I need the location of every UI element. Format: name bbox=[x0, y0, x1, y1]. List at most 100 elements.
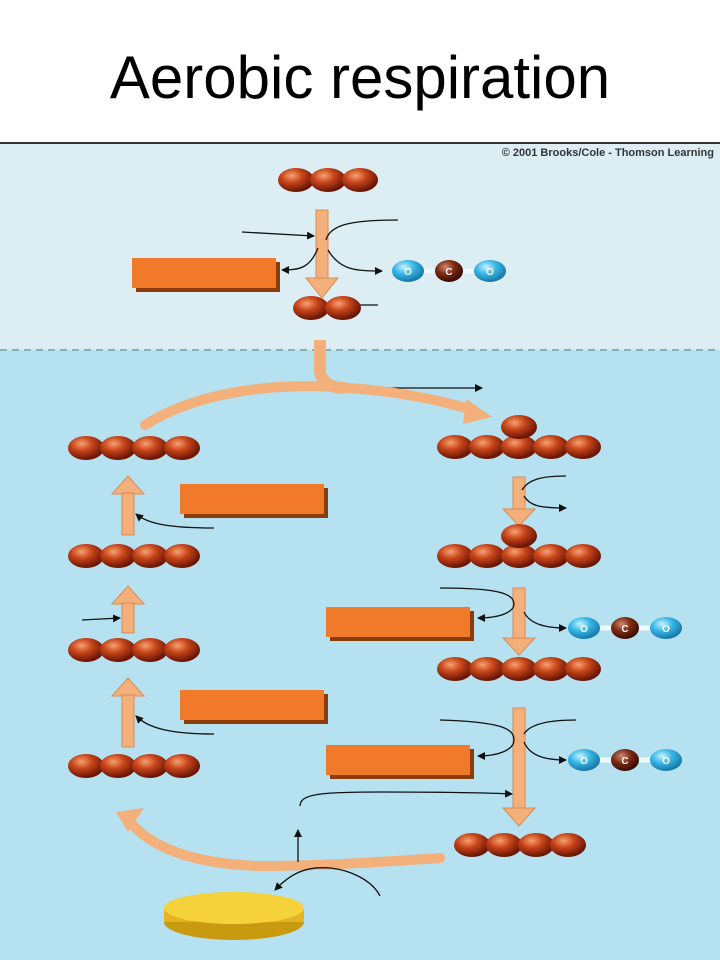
left-arrow-2-input bbox=[81, 614, 121, 623]
carbon-atom bbox=[164, 638, 200, 662]
carbon-atom bbox=[437, 657, 473, 681]
carbon-atom bbox=[310, 168, 346, 192]
carbon-atom bbox=[501, 657, 537, 681]
upper-main-arrow bbox=[304, 209, 340, 299]
carbon-atom bbox=[533, 657, 569, 681]
upper-input-arrow-right bbox=[325, 219, 399, 241]
molecules-layer bbox=[68, 168, 601, 857]
succinate-molecule bbox=[68, 754, 200, 778]
left-arrow-3 bbox=[110, 677, 146, 748]
oxygen-atom bbox=[650, 617, 682, 639]
carbon-atom bbox=[132, 436, 168, 460]
carbon-atom bbox=[611, 617, 639, 639]
carbon-atom bbox=[132, 638, 168, 662]
oxygen-atom bbox=[474, 260, 506, 282]
carbon-atom bbox=[293, 296, 329, 320]
left-arrow-1 bbox=[110, 475, 146, 536]
atom-label: O bbox=[662, 624, 670, 635]
carbon-atom bbox=[435, 260, 463, 282]
orange-box-right-2 bbox=[326, 745, 474, 779]
atom-label: O bbox=[580, 624, 588, 635]
carbon-atom bbox=[100, 638, 136, 662]
carbon-atom bbox=[68, 754, 104, 778]
carbon-atom bbox=[469, 544, 505, 568]
oxaloacetate-molecule bbox=[68, 436, 200, 460]
carbon-atom bbox=[469, 657, 505, 681]
right-arrow-2-input bbox=[439, 587, 515, 622]
carbon-atom bbox=[469, 435, 505, 459]
atom-label: C bbox=[621, 624, 628, 635]
upper-output-arrow-co2 bbox=[327, 249, 383, 275]
right-arrow-3-output bbox=[523, 741, 567, 764]
right-arrow-1 bbox=[501, 476, 537, 527]
right-arrow-2-output bbox=[523, 611, 567, 632]
cycle-bottom-arc bbox=[116, 808, 445, 872]
left-arrow-3-side bbox=[135, 715, 215, 735]
carbon-atom bbox=[565, 435, 601, 459]
carbon-atom bbox=[501, 524, 537, 548]
right-arrow-3-input-lower bbox=[299, 789, 513, 807]
carbon-atom bbox=[437, 544, 473, 568]
carbon-atom bbox=[518, 833, 554, 857]
carbon-atom bbox=[132, 544, 168, 568]
carbon-atom bbox=[565, 544, 601, 568]
orange-box-left-1 bbox=[180, 484, 328, 518]
carbon-atom bbox=[164, 544, 200, 568]
atom-label: O bbox=[662, 756, 670, 767]
succinyl-molecule bbox=[454, 833, 586, 857]
carbon-atom bbox=[486, 833, 522, 857]
right-arrow-3-input-box bbox=[439, 719, 515, 760]
citrate-molecule bbox=[437, 415, 601, 459]
orange-box-upper bbox=[132, 258, 280, 292]
orange-box-right-1 bbox=[326, 607, 474, 641]
carbon-atom bbox=[132, 754, 168, 778]
fumarate-molecule bbox=[68, 638, 200, 662]
pyruvate-molecule bbox=[278, 168, 378, 192]
carbon-atom bbox=[100, 436, 136, 460]
carbon-atom bbox=[565, 657, 601, 681]
carbon-atom bbox=[454, 833, 490, 857]
carbon-atom bbox=[278, 168, 314, 192]
carbon-atom bbox=[68, 638, 104, 662]
upper-input-arrow-left bbox=[241, 231, 315, 240]
atom-label: C bbox=[445, 267, 452, 278]
right-arrow-1-output bbox=[523, 495, 567, 512]
isocitrate-molecule bbox=[437, 524, 601, 568]
carbon-atom bbox=[164, 754, 200, 778]
oxygen-atom bbox=[650, 749, 682, 771]
ketoglutarate-molecule bbox=[437, 657, 601, 681]
carbon-atom bbox=[100, 544, 136, 568]
carbon-atom bbox=[501, 435, 537, 459]
right-arrow-2 bbox=[501, 587, 537, 656]
atom-label: O bbox=[486, 267, 494, 278]
cycle-top-arc bbox=[140, 381, 492, 430]
oxygen-atom bbox=[568, 749, 600, 771]
carbon-atom bbox=[100, 754, 136, 778]
oxygen-atom bbox=[392, 260, 424, 282]
left-arrow-1-side bbox=[135, 513, 215, 529]
co2-layer: O C O O C O O C O bbox=[392, 260, 682, 771]
carbon-atom bbox=[437, 435, 473, 459]
right-arrow-3 bbox=[501, 707, 537, 827]
right-arrow-1-input bbox=[521, 475, 567, 491]
atom-label: O bbox=[580, 756, 588, 767]
carbon-atom bbox=[164, 436, 200, 460]
bottom-disc-arrow bbox=[274, 867, 381, 897]
left-arrow-2 bbox=[110, 585, 146, 634]
oxygen-atom bbox=[568, 617, 600, 639]
yellow-disc bbox=[164, 892, 304, 940]
carbon-atom bbox=[342, 168, 378, 192]
carbon-atom bbox=[501, 544, 537, 568]
page-title: Aerobic respiration bbox=[109, 44, 611, 111]
atom-label: C bbox=[621, 756, 628, 767]
carbon-atom bbox=[611, 749, 639, 771]
carbon-atom bbox=[68, 544, 104, 568]
atom-label: O bbox=[404, 267, 412, 278]
acetyl-molecule bbox=[293, 296, 361, 320]
orange-box-left-2 bbox=[180, 690, 328, 724]
copyright-text: © 2001 Brooks/Cole - Thomson Learning bbox=[502, 147, 714, 159]
